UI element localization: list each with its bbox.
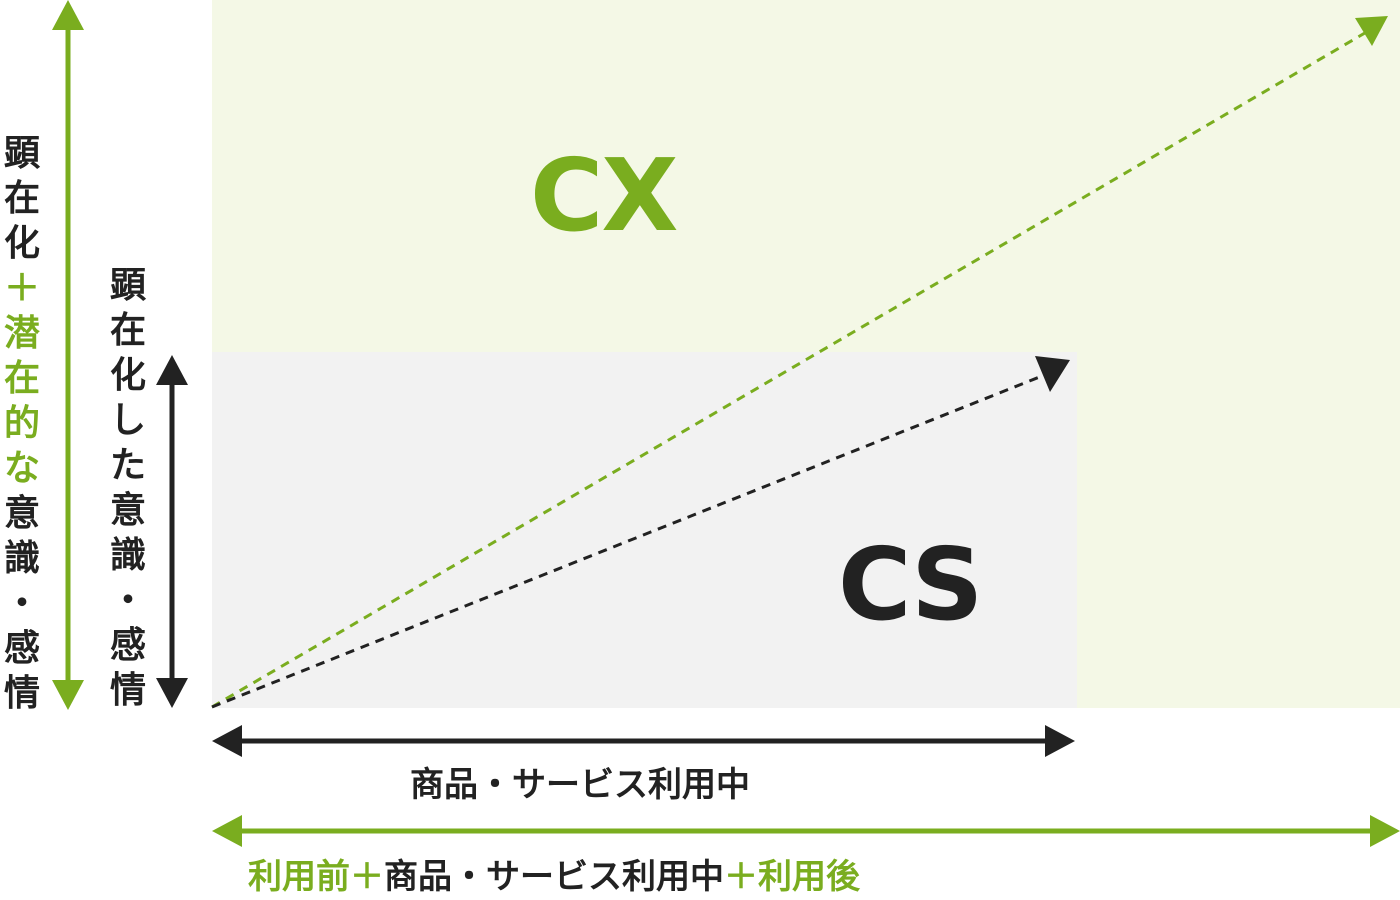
- x-axis-outer-label-part: 商品・サービス利用中: [384, 857, 724, 897]
- cx-trend-arrowhead: [1355, 16, 1388, 46]
- y-axis-inner-label: 顕在化した意識・感情: [103, 263, 153, 713]
- y-axis-outer-label: 顕在化 ＋潜在的な意識・感情: [0, 131, 47, 716]
- y-axis-outer-arrowhead-up: [52, 0, 84, 30]
- x-axis-outer-label: 利用前＋商品・サービス利用中＋利用後: [248, 849, 860, 898]
- x-axis-outer-arrowhead-right: [1370, 815, 1400, 847]
- y-axis-outer-arrowhead-down: [52, 680, 84, 710]
- cs-region: [212, 352, 1077, 708]
- y-axis-outer-label-part: ＋潜在的な: [3, 268, 40, 489]
- y-axis-outer-label-part: 意識・感情: [3, 493, 40, 714]
- y-axis-inner-label-text: 顕在化した意識・感情: [109, 265, 146, 711]
- y-axis-inner-arrowhead-down: [156, 678, 188, 708]
- cx-label: CX: [530, 137, 678, 254]
- x-axis-inner-label: 商品・サービス利用中: [410, 765, 750, 805]
- cs-trend-arrowhead: [1035, 356, 1070, 392]
- cs-trend-dashed-line: [211, 370, 1053, 709]
- cs-label: CS: [838, 526, 983, 643]
- x-axis-outer-label-part: 利用前＋: [248, 857, 384, 897]
- y-axis-outer-label-part: 顕在化: [3, 133, 40, 264]
- x-axis-outer-label-part: ＋利用後: [724, 857, 860, 897]
- y-axis-inner-arrowhead-up: [156, 355, 188, 385]
- x-axis-inner-arrowhead-left: [212, 725, 242, 757]
- x-axis-inner-arrowhead-right: [1045, 725, 1075, 757]
- x-axis-outer-arrowhead-left: [212, 815, 242, 847]
